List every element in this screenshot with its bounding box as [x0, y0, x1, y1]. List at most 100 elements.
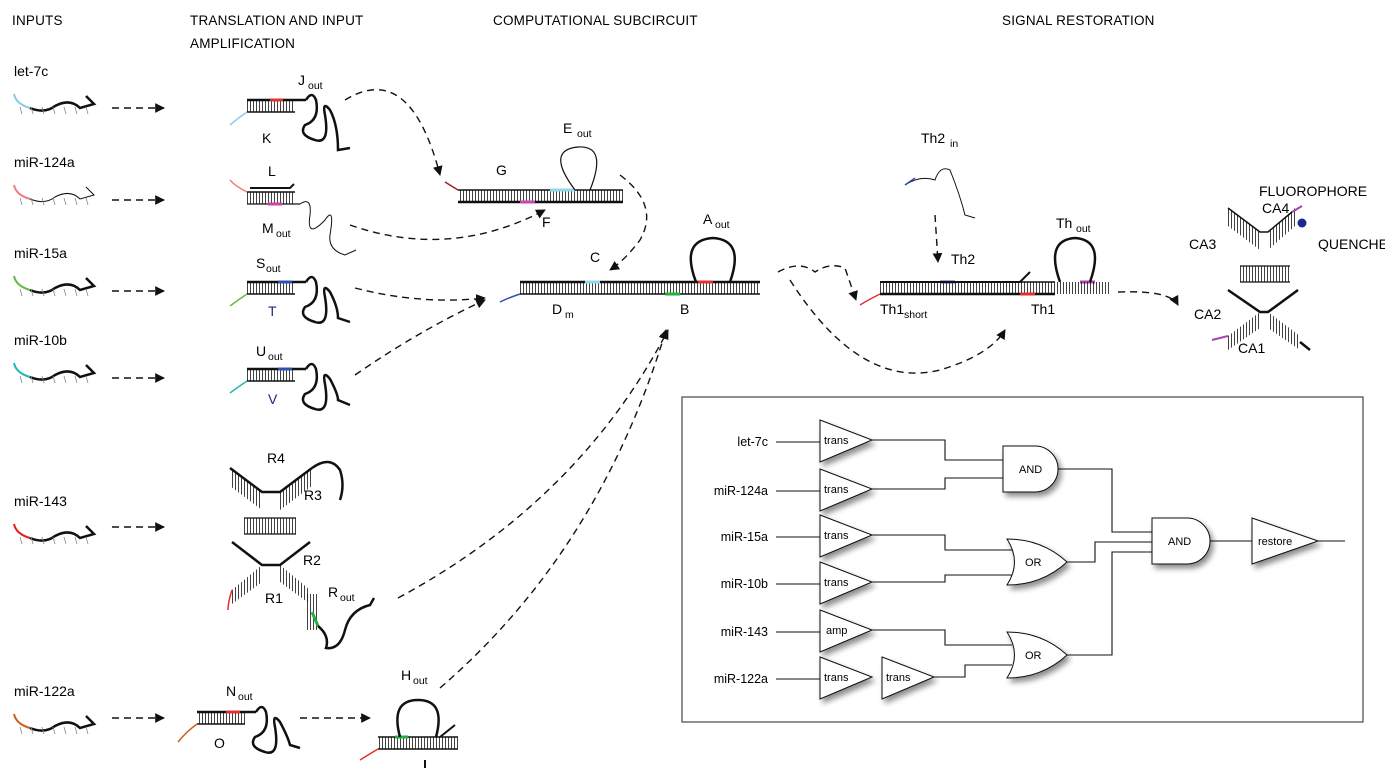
label-R1: R1 — [265, 590, 283, 606]
strand-tick — [85, 288, 89, 297]
strand-tick — [63, 197, 67, 206]
input-label: miR-122a — [14, 683, 75, 699]
translator-O-N: N out O — [177, 683, 301, 754]
strand-tick — [85, 197, 89, 206]
logic-trans-2 — [819, 468, 874, 512]
strand-tick — [19, 197, 23, 206]
input-strand-body — [29, 186, 95, 203]
input-toehold — [13, 275, 31, 291]
input-label: miR-15a — [14, 245, 67, 261]
label-Th2in: Th2 — [921, 130, 945, 146]
label-fluorophore: FLUOROPHORE — [1259, 183, 1367, 199]
label-S-sub: out — [266, 263, 281, 275]
input-toehold — [13, 184, 31, 200]
strand-tick — [74, 197, 78, 206]
input-strand-body — [29, 95, 97, 112]
label-D-sub: m — [565, 309, 574, 321]
strand-tick — [19, 375, 23, 384]
header-translation-line2: AMPLIFICATION — [190, 36, 295, 51]
translator-T-S: S out T — [229, 255, 351, 324]
logic-or-2 — [1006, 631, 1068, 679]
label-T: T — [268, 303, 277, 319]
strand-tick — [52, 536, 56, 545]
logic-input-mir122a: miR-122a — [714, 672, 768, 686]
input-toehold — [13, 93, 31, 109]
logic-input-mir15a: miR-15a — [721, 530, 768, 544]
input-strand: miR-143 — [13, 493, 97, 545]
strand-tick — [63, 288, 67, 297]
label-S: S — [256, 255, 265, 271]
strand-tick — [74, 536, 78, 545]
logic-amp-label: amp — [826, 625, 847, 637]
logic-wires — [776, 439, 1345, 680]
input-strand-body — [29, 364, 97, 381]
label-B: B — [680, 301, 689, 317]
label-V: V — [268, 391, 278, 407]
flow-arrows — [112, 89, 1179, 723]
strand-tick — [30, 375, 34, 384]
strand-tick — [30, 536, 34, 545]
arrow-R-to-B — [397, 329, 669, 599]
arrow-Thout-to-CA — [1117, 291, 1179, 306]
logic-input-let7c: let-7c — [737, 435, 768, 449]
header-translation-line1: TRANSLATION AND INPUT — [190, 13, 363, 28]
input-label: miR-143 — [14, 493, 67, 509]
label-A-sub: out — [715, 219, 730, 231]
gate-D-C-B-A: C D m B A out — [499, 211, 760, 321]
input-strand-body — [29, 277, 97, 294]
label-J: J — [298, 72, 305, 88]
arrow-S-to-D — [354, 287, 486, 304]
strand-tick — [30, 106, 34, 115]
strand-tick — [30, 197, 34, 206]
logic-and-2-label: AND — [1168, 536, 1191, 548]
strand-tick — [74, 106, 78, 115]
logic-diagram-panel: let-7c miR-124a miR-15a miR-10b miR-143 … — [681, 396, 1364, 723]
logic-trans-4-label: trans — [824, 577, 849, 589]
strand-tick — [63, 536, 67, 545]
label-H: H — [401, 667, 411, 683]
reporter-CA: CA4 CA3 CA2 CA1 FLUOROPHORE QUENCHER — [1189, 183, 1385, 356]
translator-L-M: L M out — [229, 163, 357, 256]
logic-input-mir10b: miR-10b — [721, 577, 768, 591]
label-Thout: Th — [1056, 215, 1072, 231]
strand-tick — [74, 726, 78, 735]
arrow-U-to-D — [354, 299, 486, 376]
strand-tick — [19, 288, 23, 297]
translator-K-J: J out K — [229, 72, 351, 152]
logic-trans-5 — [819, 656, 874, 700]
label-Thout-sub: out — [1076, 223, 1091, 235]
logic-and-1-label: AND — [1019, 464, 1042, 476]
input-strand: miR-15a — [13, 245, 97, 297]
logic-or-1-label: OR — [1025, 557, 1042, 569]
label-R: R — [328, 584, 338, 600]
gate-G-F-E: G F E out — [444, 120, 623, 230]
logic-and-2 — [1151, 517, 1211, 565]
label-R4: R4 — [267, 450, 285, 466]
translator-V-U: U out V — [229, 343, 351, 411]
label-G: G — [496, 162, 507, 178]
input-strand: miR-122a — [13, 683, 97, 735]
arrow-M-to-F — [349, 209, 546, 241]
strand-tick — [63, 106, 67, 115]
arrow-Th2in-to-Th2 — [932, 214, 943, 263]
logic-input-mir143: miR-143 — [721, 625, 768, 639]
label-L: L — [268, 163, 276, 179]
arrow-E-to-C — [609, 174, 648, 271]
label-N: N — [226, 683, 236, 699]
strand-tick — [41, 197, 45, 206]
label-D: D — [552, 301, 562, 317]
arrow-A-to-Th1short — [777, 265, 858, 301]
logic-amp — [819, 609, 874, 653]
strand-tick — [52, 106, 56, 115]
strand-tick — [85, 536, 89, 545]
input-strands: let-7cmiR-124amiR-15amiR-10bmiR-143miR-1… — [13, 63, 97, 735]
input-label: miR-10b — [14, 332, 67, 348]
gate-I-H: H out — [359, 667, 458, 768]
header-restoration: SIGNAL RESTORATION — [1002, 13, 1155, 28]
strand-tick — [30, 288, 34, 297]
strand-tick — [63, 726, 67, 735]
strand-tick — [41, 106, 45, 115]
input-strand: let-7c — [13, 63, 97, 115]
label-J-sub: out — [308, 80, 323, 92]
logic-or-1 — [1006, 538, 1068, 586]
